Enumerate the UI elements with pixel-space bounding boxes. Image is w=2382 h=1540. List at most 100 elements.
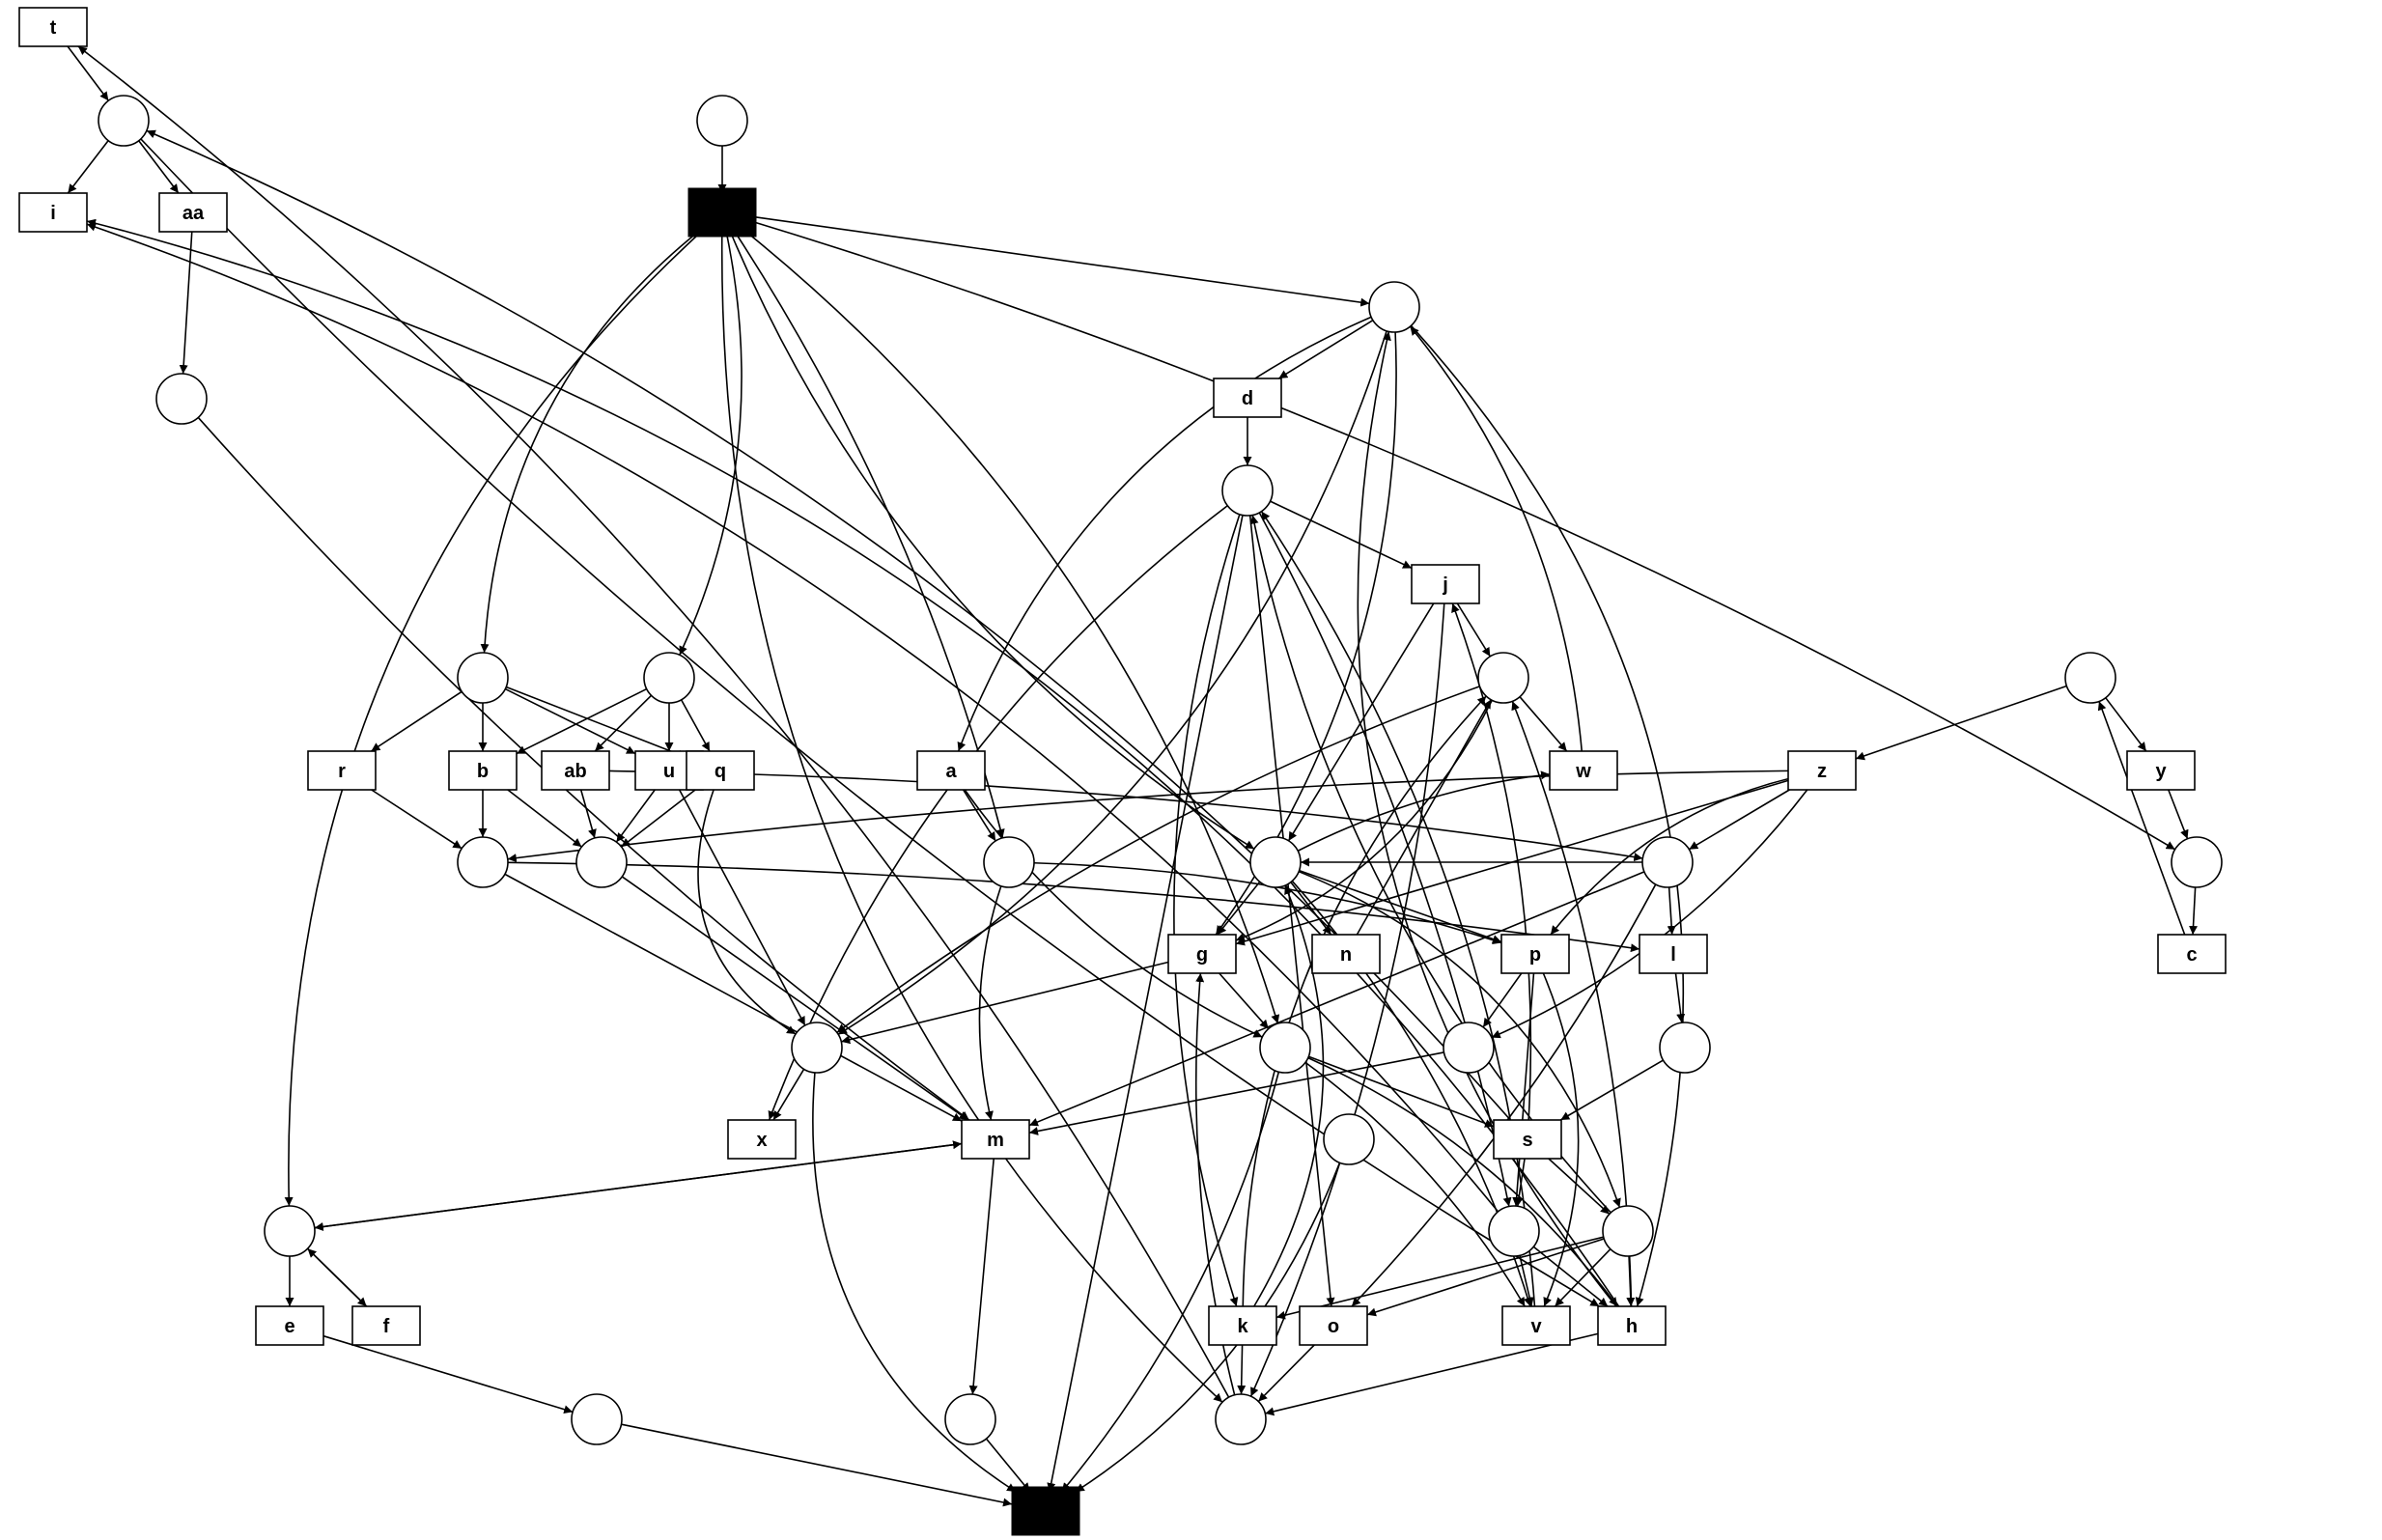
arc-a-to-p_a — [962, 789, 996, 842]
place-uq — [575, 836, 628, 888]
place-src — [696, 95, 748, 147]
arc-p_b2-to-q — [680, 699, 711, 752]
arc-r-to-p_rb — [371, 789, 462, 850]
arc-s0-to-p_top — [755, 216, 1370, 307]
place-rb — [457, 836, 509, 888]
arc-y-to-p_c — [2168, 789, 2189, 840]
arc-p_s2-to-v — [1554, 1248, 1611, 1307]
arc-p_z-to-o — [1351, 883, 1657, 1307]
transition-label: a — [945, 761, 957, 782]
place-e1 — [1323, 1113, 1375, 1165]
place-top — [1368, 281, 1420, 333]
transition-y: y — [2126, 750, 2196, 791]
transition-m: m — [961, 1119, 1030, 1160]
arc-p_mid-to-p — [1299, 869, 1502, 943]
transition-aa: aa — [158, 192, 228, 233]
arc-f-to-p_e — [307, 1247, 368, 1307]
place-a — [983, 836, 1035, 888]
arc-p_ko-to-t — [77, 45, 1230, 1398]
arc-p_s2-to-o — [1366, 1238, 1605, 1317]
arc-p_d-to-s1 — [1047, 515, 1244, 1493]
arc-aa-to-p_aa — [179, 231, 193, 375]
transition-b: b — [448, 750, 518, 791]
transition-f: f — [351, 1305, 421, 1346]
arc-s0-to-p_b1 — [480, 231, 699, 654]
arc-p_p-to-m — [1028, 1051, 1444, 1135]
transition-label: u — [663, 761, 675, 782]
transition-label: v — [1530, 1316, 1542, 1337]
arc-p_t-to-i — [67, 140, 109, 194]
arc-p_top-to-g — [1215, 331, 1397, 936]
arc-h-to-i — [86, 218, 1620, 1307]
transition-j: j — [1411, 564, 1480, 604]
place-b2 — [643, 652, 695, 704]
arc-p_s2-to-k — [1275, 1236, 1604, 1320]
transition-n: n — [1311, 934, 1381, 974]
arc-p-to-p_p — [1482, 972, 1523, 1028]
arc-o-to-p_ko — [1257, 1344, 1315, 1403]
arc-p_j-to-w — [1519, 696, 1568, 752]
place-f — [571, 1393, 623, 1445]
transition-s: s — [1493, 1119, 1562, 1160]
arc-p_top-to-a — [957, 316, 1372, 752]
transition-t: t — [18, 7, 88, 47]
arcs — [67, 45, 2199, 1507]
arc-p_b1-to-u — [504, 687, 636, 755]
transition-label: t — [50, 17, 57, 39]
arc-p_b1-to-r — [370, 690, 462, 752]
arc-z-to-p_p — [1491, 789, 1808, 1039]
transition-d: d — [1213, 378, 1282, 418]
transition-p: p — [1500, 934, 1570, 974]
transition-g: g — [1167, 934, 1237, 974]
transition-label: aa — [182, 203, 205, 224]
transition-h: h — [1597, 1305, 1667, 1346]
transition-label: r — [338, 761, 346, 782]
transition-label: b — [477, 761, 489, 782]
arc-ab-to-p_uq — [579, 789, 597, 839]
transition-label: q — [715, 761, 726, 782]
arc-u-to-p_x — [678, 789, 806, 1026]
arc-s0-to-p_g — [745, 231, 1280, 1024]
arc-p_top-to-p_x — [837, 330, 1387, 1036]
arc-p_top-to-h — [1410, 324, 1685, 1307]
arc-p_b1-to-q — [505, 686, 687, 759]
transition-i: i — [18, 192, 88, 233]
silent-transition-s0 — [687, 187, 757, 238]
arc-s0-to-p_a — [734, 231, 1005, 839]
arc-j-to-p_mid — [1287, 602, 1435, 842]
arc-k-to-p_mid — [1253, 884, 1325, 1307]
transition-ab: ab — [541, 750, 610, 791]
arc-p_e-to-m — [314, 1140, 963, 1229]
arc-s-to-p_t — [146, 129, 1511, 1121]
transition-label: f — [383, 1316, 390, 1337]
place-y — [2064, 652, 2116, 704]
transition-k: k — [1208, 1305, 1277, 1346]
arc-h-to-p_ko — [1265, 1332, 1599, 1416]
transition-label: i — [50, 203, 56, 224]
arc-p_f-to-s1 — [621, 1423, 1013, 1507]
arc-u-to-p_uq — [615, 789, 656, 843]
place-g — [1259, 1022, 1311, 1074]
arc-n-to-p_j — [1356, 699, 1492, 936]
place-x — [791, 1022, 843, 1074]
transition-c: c — [2157, 934, 2227, 974]
place-aa — [155, 373, 208, 425]
arc-p_b2-to-ab — [594, 694, 653, 752]
arc-g-to-p_g — [1219, 972, 1270, 1030]
arc-s-to-j — [1451, 602, 1532, 1121]
place-p — [1443, 1022, 1495, 1074]
arc-l-to-p_l — [1674, 972, 1686, 1023]
arc-s-to-p_s2 — [1548, 1158, 1611, 1216]
transition-label: j — [1442, 574, 1448, 596]
transition-q: q — [686, 750, 755, 791]
transition-o: o — [1299, 1305, 1368, 1346]
arc-p_uq-to-m — [621, 876, 969, 1121]
arc-p_z-to-l — [1667, 886, 1676, 936]
place-s1 — [1488, 1205, 1540, 1257]
arc-p_m-to-s1 — [985, 1438, 1031, 1493]
arc-z-to-p — [1550, 777, 1789, 936]
arc-p_d-to-o — [1248, 515, 1335, 1307]
arc-p_mid-to-p_s2 — [1298, 870, 1621, 1208]
place-l — [1659, 1022, 1711, 1074]
